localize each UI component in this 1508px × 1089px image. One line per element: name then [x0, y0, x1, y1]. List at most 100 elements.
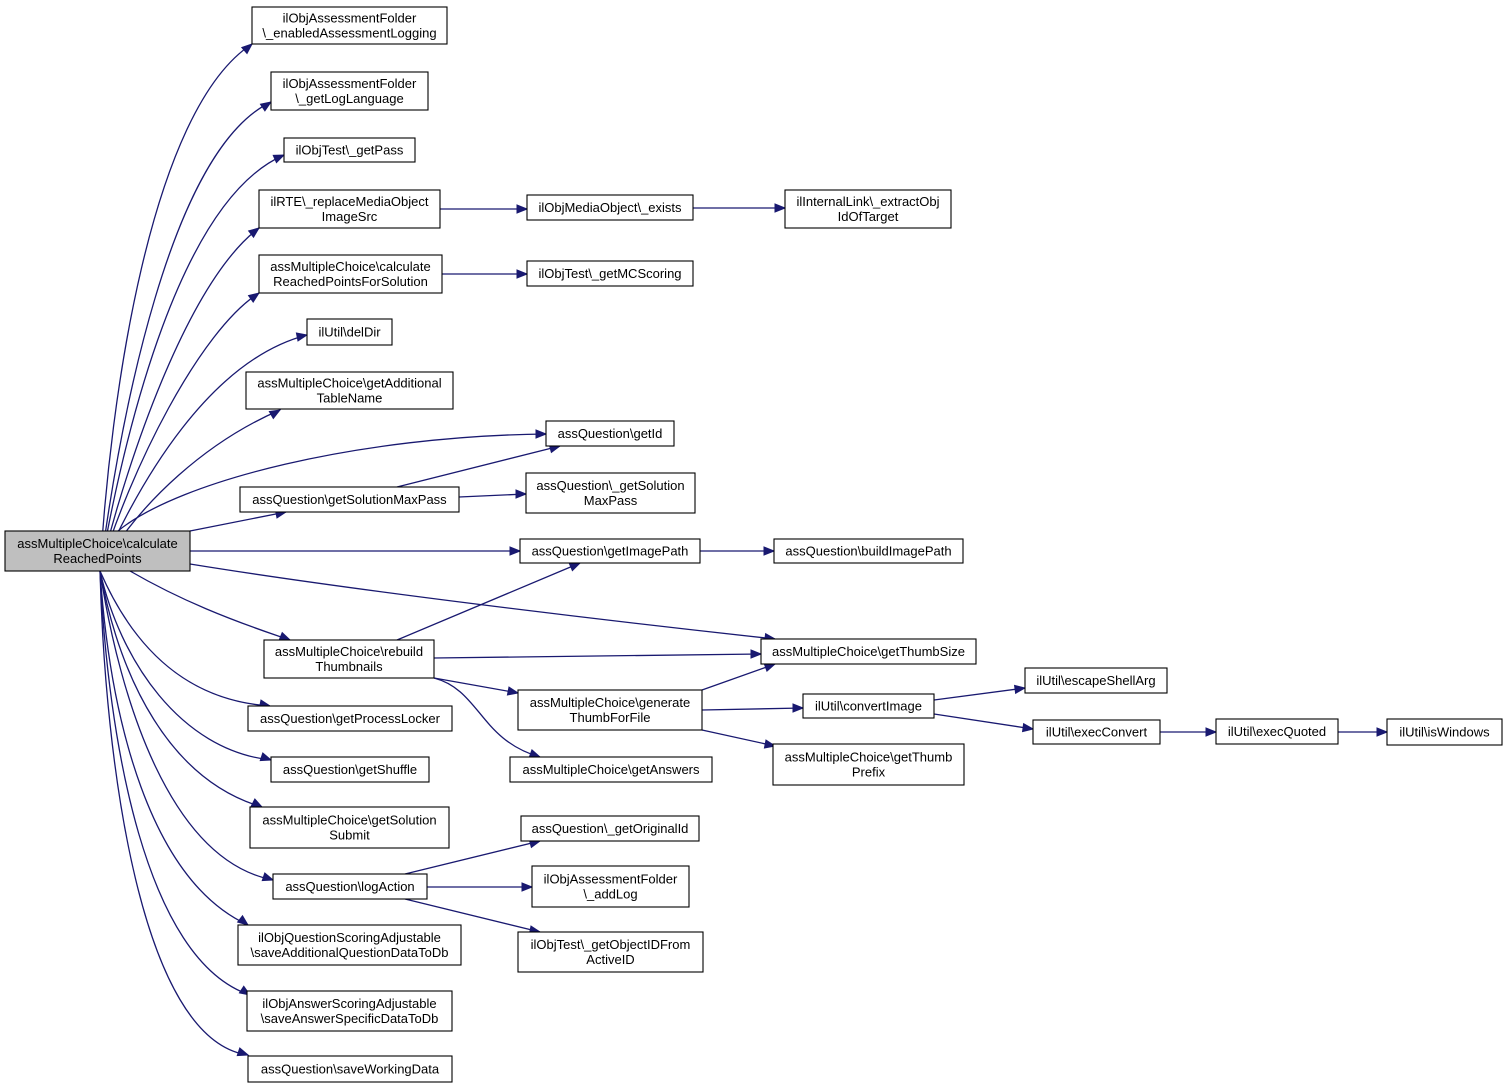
- edge-root-to-getLogLanguage: [99, 101, 272, 572]
- node-label: \saveAdditionalQuestionDataToDb: [250, 945, 448, 960]
- node-box: [237, 924, 462, 966]
- node-label: MaxPass: [584, 493, 638, 508]
- node-box: [520, 815, 700, 842]
- arrowhead-root-to-getImagePath: [509, 546, 522, 556]
- node-logAction[interactable]: assQuestion\logAction: [272, 873, 428, 900]
- node-delDir[interactable]: ilUtil\delDir: [306, 318, 393, 346]
- node-getThumbSize[interactable]: assMultipleChoice\getThumbSize: [760, 638, 977, 665]
- node-box: [245, 371, 454, 410]
- node-label: ilUtil\escapeShellArg: [1036, 673, 1155, 688]
- node-box: [525, 472, 696, 514]
- arrowhead-execQuoted-to-isWindows: [1376, 727, 1389, 737]
- node-getMCScoring[interactable]: ilObjTest\_getMCScoring: [526, 260, 694, 287]
- node-box: [4, 530, 191, 572]
- node-label: \saveAnswerSpecificDataToDb: [261, 1011, 439, 1026]
- edge-root-to-getId: [117, 433, 547, 532]
- arrowhead-root-to-saveWorkingData: [236, 1047, 250, 1057]
- node-enabledLogging[interactable]: ilObjAssessmentFolder\_enabledAssessment…: [251, 6, 448, 45]
- node-box: [509, 756, 713, 783]
- node-convertImage[interactable]: ilUtil\convertImage: [802, 693, 935, 719]
- arrowhead-mediaExists-to-extractObj: [774, 203, 787, 213]
- node-label: \_getLogLanguage: [295, 91, 403, 106]
- node-execConvert[interactable]: ilUtil\execConvert: [1032, 719, 1161, 745]
- node-isWindows[interactable]: ilUtil\isWindows: [1386, 718, 1503, 746]
- node-_getSolMaxPass[interactable]: assQuestion\_getSolutionMaxPass: [525, 472, 696, 514]
- arrowhead-root-to-getLogLanguage: [259, 101, 273, 112]
- arrowhead-root-to-saveAddQData: [236, 914, 250, 926]
- node-label: assQuestion\getImagePath: [532, 544, 689, 559]
- arrowhead-root-to-enabledLogging: [240, 43, 254, 55]
- edge-root-to-saveWorkingData: [99, 570, 249, 1056]
- node-box: [1032, 719, 1161, 745]
- edge-root-to-getSolSubmit: [99, 570, 263, 808]
- node-label: ilObjAssessmentFolder: [283, 76, 417, 91]
- edge-rebuildThumbs-to-getAnswers: [433, 677, 541, 758]
- node-execQuoted[interactable]: ilUtil\execQuoted: [1215, 718, 1339, 745]
- node-addLog[interactable]: ilObjAssessmentFolder\_addLog: [531, 865, 690, 908]
- node-saveWorkingData[interactable]: assQuestion\saveWorkingData: [247, 1055, 453, 1083]
- node-box: [517, 931, 704, 973]
- edge-root-to-logAction: [99, 570, 274, 881]
- node-buildImagePath[interactable]: assQuestion\buildImagePath: [773, 538, 964, 564]
- node-box: [263, 639, 435, 679]
- node-saveAddQData[interactable]: ilObjQuestionScoringAdjustable\saveAddit…: [237, 924, 462, 966]
- edge-genThumb-to-getThumbSize: [701, 663, 776, 691]
- arrowhead-genThumb-to-getThumbPrefix: [763, 739, 777, 749]
- node-box: [784, 189, 952, 229]
- node-getShuffle[interactable]: assQuestion\getShuffle: [270, 756, 430, 783]
- node-box: [306, 318, 393, 346]
- node-label: assMultipleChoice\getThumb: [785, 750, 953, 765]
- edge-convertImage-to-execConvert: [933, 713, 1034, 730]
- arrowhead-rebuildThumbs-to-getAnswers: [528, 749, 542, 758]
- arrowhead-root-to-replaceMedia: [247, 227, 261, 239]
- node-getProcessLocker[interactable]: assQuestion\getProcessLocker: [247, 705, 453, 732]
- node-getLogLanguage[interactable]: ilObjAssessmentFolder\_getLogLanguage: [270, 71, 429, 111]
- node-box: [545, 420, 675, 447]
- node-mediaExists[interactable]: ilObjMediaObject\_exists: [526, 194, 694, 221]
- node-getPass[interactable]: ilObjTest\_getPass: [283, 137, 416, 163]
- node-box: [1215, 718, 1339, 745]
- arrowhead-root-to-logAction: [261, 872, 275, 882]
- node-label: ilObjAnswerScoringAdjustable: [262, 996, 436, 1011]
- node-label: ReachedPointsForSolution: [273, 274, 428, 289]
- node-label: ilObjMediaObject\_exists: [538, 200, 682, 215]
- arrowhead-rebuildThumbs-to-getThumbSize: [750, 649, 763, 659]
- node-box: [773, 538, 964, 564]
- node-getId[interactable]: assQuestion\getId: [545, 420, 675, 447]
- node-label: \_addLog: [583, 887, 637, 902]
- node-box: [249, 806, 450, 849]
- node-label: ilUtil\convertImage: [815, 699, 922, 714]
- node-label: Thumbnails: [315, 659, 383, 674]
- node-label: ilUtil\execConvert: [1046, 725, 1148, 740]
- node-getOriginalId[interactable]: assQuestion\_getOriginalId: [520, 815, 700, 842]
- node-box: [517, 689, 703, 731]
- node-label: assQuestion\getShuffle: [283, 762, 417, 777]
- edge-getSolMaxPass-to-getId: [396, 445, 561, 488]
- node-saveAnsData[interactable]: ilObjAnswerScoringAdjustable\saveAnswerS…: [246, 990, 453, 1032]
- node-box: [772, 743, 965, 786]
- arrowhead-root-to-delDir: [295, 332, 309, 342]
- node-escapeShellArg[interactable]: ilUtil\escapeShellArg: [1024, 667, 1168, 694]
- edge-root-to-calcForSolution: [99, 292, 260, 572]
- arrowhead-genThumb-to-getThumbSize: [763, 663, 777, 672]
- node-label: TableName: [317, 391, 383, 406]
- edge-genThumb-to-getThumbPrefix: [701, 729, 776, 747]
- node-box: [1024, 667, 1168, 694]
- arrowhead-root-to-getId: [535, 429, 548, 439]
- node-label: ActiveID: [586, 952, 634, 967]
- node-getImagePath[interactable]: assQuestion\getImagePath: [519, 538, 701, 564]
- node-calcForSolution[interactable]: assMultipleChoice\calculateReachedPoints…: [258, 254, 443, 294]
- node-getAnswers[interactable]: assMultipleChoice\getAnswers: [509, 756, 713, 783]
- node-getSolMaxPass[interactable]: assQuestion\getSolutionMaxPass: [239, 486, 460, 513]
- node-box: [760, 638, 977, 665]
- node-box: [270, 756, 430, 783]
